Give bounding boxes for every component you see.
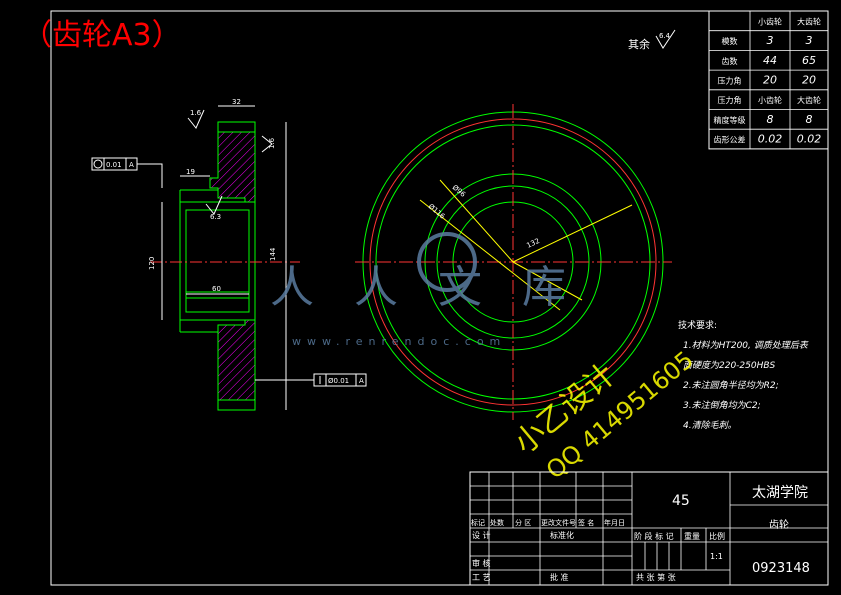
tol-left-leader (137, 163, 163, 188)
dim-width-top: 32 (232, 98, 241, 106)
dim-leader-r (512, 204, 633, 263)
param-value: 8 (767, 113, 774, 126)
param-value: 44 (763, 54, 777, 67)
tol-bottom-value: Ø0.01 (328, 377, 349, 385)
tb-sheets: 共 张 第 张 (636, 572, 676, 582)
title-block-row-labels: 标记处数 分 区 更改文件号签 名 年月日 (471, 518, 625, 527)
tb-row-label: 签 名 (578, 518, 594, 527)
tb-check-label: 审 核 (472, 558, 491, 568)
surface-finish-note: 其余 6.4 (628, 29, 676, 51)
roughness-right-icon (261, 135, 273, 153)
roughness-symbol-icon (655, 29, 676, 49)
param-value: 小齿轮 (758, 95, 782, 105)
param-label: 压力角 (718, 75, 742, 85)
dim-circle-r: 132 (525, 237, 541, 250)
dim-groove-width: 19 (186, 168, 195, 176)
param-value: 3 (806, 34, 813, 47)
pitch-circle (369, 118, 657, 406)
param-table-frame (708, 10, 829, 150)
tech-req-item: 2.未注圆角半径均为R2; (683, 380, 779, 391)
title-block: 标记处数 分 区 更改文件号签 名 年月日 设 计 标准化 审 核 工 艺 批 准 4… (469, 471, 829, 586)
rim-bottom (217, 399, 256, 411)
tb-ratio-label: 比例 (709, 531, 725, 541)
param-value: 8 (806, 113, 813, 126)
param-label: 模数 (722, 36, 738, 46)
section-hatch-bottom (217, 319, 256, 401)
tech-req-item: 1.材料为HT200, 调质处理后表 (683, 340, 809, 351)
tb-stage-label: 阶 段 标 记 (634, 531, 674, 541)
tb-part-name: 齿轮 (769, 518, 789, 531)
concentricity-icon (93, 159, 103, 169)
title-block-frame (469, 471, 829, 586)
param-value: 0.02 (758, 133, 783, 146)
tol-left-value: 0.01 (106, 161, 122, 169)
dim-leader-d2 (419, 199, 561, 311)
watermark-logo-icon (417, 232, 477, 292)
watermark: 人人文库 www.renrendoc.com 小乙设计 QQ 414951605 (270, 232, 699, 485)
rim-top (217, 121, 256, 133)
param-value: 3 (767, 34, 774, 47)
param-label: 精度等级 (714, 115, 746, 125)
hub-bore (185, 209, 250, 313)
roughness-top: 1.6 (190, 109, 202, 117)
param-value: 大齿轮 (797, 16, 821, 26)
watermark-brand: 人人文库 (270, 262, 606, 313)
drawing-frame (50, 10, 829, 586)
tol-bottom-ref: A (359, 377, 364, 385)
tb-row-label: 年月日 (604, 518, 625, 527)
roughness-right: 1.6 (268, 137, 276, 149)
param-value: 20 (802, 73, 816, 86)
tb-row-label: 标记 (471, 518, 485, 527)
param-value: 65 (802, 54, 816, 67)
dim-outer-dia: 144 (269, 247, 277, 261)
title-block-grid (470, 472, 828, 585)
surface-note-prefix: 其余 (628, 37, 650, 51)
tb-std-label: 标准化 (550, 530, 574, 540)
tech-req-item: 面硬度为220-250HBS (683, 360, 776, 371)
roughness-bore-icon (205, 195, 223, 215)
tb-scale: 1:1 (710, 552, 723, 561)
drawing-title: （齿轮A3） (22, 18, 182, 53)
param-value: 20 (763, 73, 777, 86)
tb-row-label: 分 区 (515, 518, 531, 527)
surface-note-value: 6.4 (659, 32, 671, 40)
dim-leader-d1 (439, 179, 514, 263)
tech-req-item: 3.未注倒角均为C2; (683, 400, 761, 411)
watermark-url: www.renrendoc.com (292, 335, 506, 348)
param-value: 小齿轮 (758, 16, 782, 26)
param-value: 0.02 (797, 133, 822, 146)
tech-req-heading: 技术要求: (678, 319, 717, 331)
tb-design-label: 设 计 (472, 530, 491, 540)
param-label: 齿形公差 (714, 135, 746, 145)
dim-bore-len: 60 (212, 285, 221, 293)
roughness-top-icon (187, 109, 205, 129)
tb-school: 太湖学院 (752, 485, 808, 501)
tb-row-label: 处数 (490, 518, 504, 527)
front-view: Ø96 Ø116 132 (355, 104, 672, 420)
param-value: 大齿轮 (797, 95, 821, 105)
param-label: 齿数 (722, 56, 738, 66)
param-label: 压力角 (718, 95, 742, 105)
tol-left-ref: A (129, 161, 134, 169)
tech-req-item: 4.清除毛刺。 (683, 420, 737, 431)
dim-leader-r2 (512, 261, 583, 301)
tb-approve-label: 批 准 (550, 572, 569, 582)
tb-row-label: 更改文件号 (541, 518, 576, 527)
section-view: 32 144 120 60 19 1.6 1.6 6.3 0.01 A Ø0.0… (91, 98, 367, 411)
tb-weight-label: 重量 (684, 531, 700, 541)
dim-bore-dia: 120 (148, 257, 156, 270)
tb-process-label: 工 艺 (472, 573, 491, 582)
tb-material: 45 (672, 493, 690, 509)
tb-drawing-no: 0923148 (752, 561, 810, 576)
section-hatch-top (209, 131, 256, 203)
roughness-bore: 6.3 (210, 213, 221, 221)
